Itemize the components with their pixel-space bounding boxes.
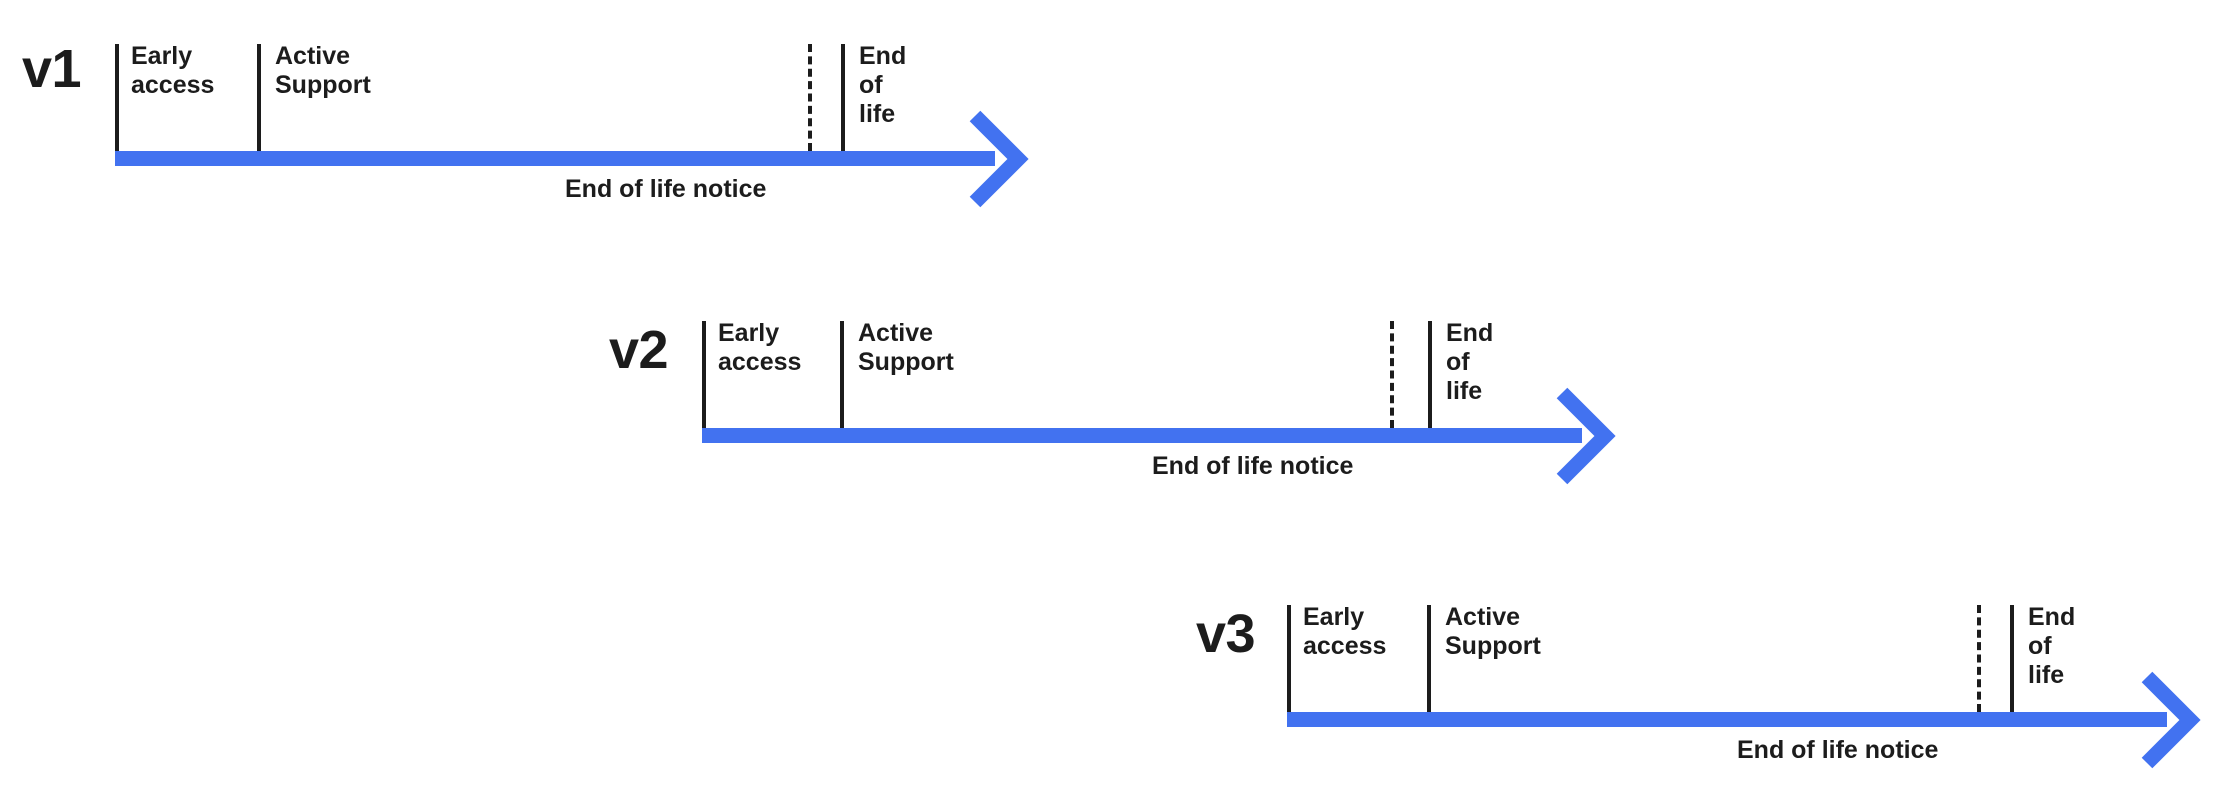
phase-label-early_access-v1: Early access xyxy=(131,42,215,99)
phase-label-end_of_life-v2: End of life xyxy=(1446,319,1494,405)
tick-dashed-v3-2 xyxy=(1977,605,1981,712)
tick-solid-v1-0 xyxy=(115,44,119,151)
version-label-v2: v2 xyxy=(609,320,669,380)
notice-label-v1: End of life notice xyxy=(565,175,767,203)
tick-solid-v3-0 xyxy=(1287,605,1291,712)
timeline-bar-v1 xyxy=(115,151,995,166)
tick-solid-v2-3 xyxy=(1428,321,1432,428)
tick-solid-v1-1 xyxy=(257,44,261,151)
phase-label-active_support-v2: Active Support xyxy=(858,319,954,376)
phase-label-active_support-v1: Active Support xyxy=(275,42,371,99)
tick-solid-v3-3 xyxy=(2010,605,2014,712)
tick-solid-v2-1 xyxy=(840,321,844,428)
arrowhead-icon-v1 xyxy=(969,110,1029,207)
notice-label-v3: End of life notice xyxy=(1737,736,1939,764)
version-label-v3: v3 xyxy=(1196,604,1256,664)
tick-solid-v3-1 xyxy=(1427,605,1431,712)
timeline-bar-v2 xyxy=(702,428,1582,443)
phase-label-end_of_life-v3: End of life xyxy=(2028,603,2076,689)
arrowhead-icon-v2 xyxy=(1556,387,1616,484)
tick-solid-v1-3 xyxy=(841,44,845,151)
phase-label-early_access-v2: Early access xyxy=(718,319,802,376)
tick-dashed-v1-2 xyxy=(808,44,812,151)
version-label-v1: v1 xyxy=(22,39,82,99)
phase-label-end_of_life-v1: End of life xyxy=(859,42,907,128)
timeline-bar-v3 xyxy=(1287,712,2167,727)
phase-label-active_support-v3: Active Support xyxy=(1445,603,1541,660)
tick-solid-v2-0 xyxy=(702,321,706,428)
tick-dashed-v2-2 xyxy=(1390,321,1394,428)
arrowhead-icon-v3 xyxy=(2141,671,2201,768)
notice-label-v2: End of life notice xyxy=(1152,452,1354,480)
phase-label-early_access-v3: Early access xyxy=(1303,603,1387,660)
